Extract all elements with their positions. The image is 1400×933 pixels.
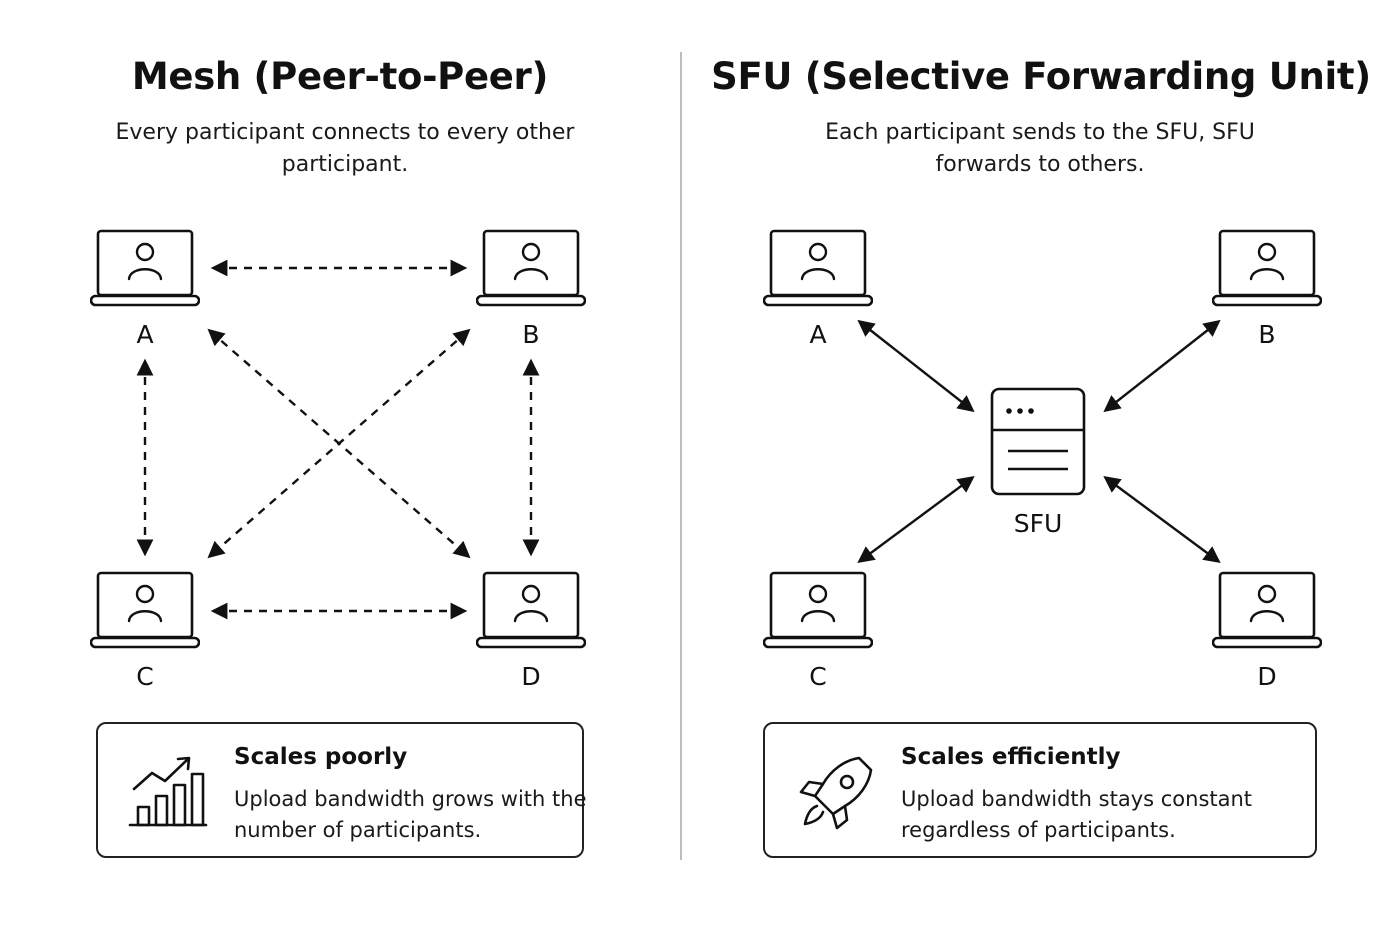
sfu-connection-c: [857, 475, 975, 564]
server-window-icon: [990, 387, 1086, 496]
sfu-panel: SFU (Selective Forwarding Unit) Each par…: [682, 0, 1400, 933]
rocket-icon: [799, 756, 873, 830]
panel-divider: [680, 52, 682, 860]
mesh-scaling-note: Scales poorly Upload bandwidth grows wit…: [96, 722, 587, 858]
laptop-user-icon: [476, 571, 586, 649]
sfu-node-d-label: D: [1257, 662, 1276, 691]
laptop-user-icon: [1212, 571, 1322, 649]
mesh-node-b: B: [476, 229, 586, 349]
bar-chart-trend-icon: [128, 756, 208, 827]
sfu-scaling-note: Scales efficiently Upload bandwidth stay…: [763, 722, 1317, 858]
mesh-scaling-heading: Scales poorly: [234, 744, 408, 770]
sfu-node-b-label: B: [1258, 320, 1275, 349]
sfu-connection-d: [1103, 475, 1221, 564]
sfu-node-a-label: A: [809, 320, 826, 349]
mesh-diagram: A B C D: [90, 229, 586, 691]
laptop-user-icon: [763, 229, 873, 307]
laptop-user-icon: [90, 571, 200, 649]
mesh-node-c-label: C: [136, 662, 153, 691]
sfu-scaling-text: Upload bandwidth stays constant regardle…: [901, 787, 1253, 842]
mesh-title: Mesh (Peer-to-Peer): [131, 55, 549, 98]
laptop-user-icon: [476, 229, 586, 307]
mesh-scaling-text: Upload bandwidth grows with the number o…: [234, 787, 587, 842]
sfu-connection-a: [857, 319, 975, 413]
sfu-server-label: SFU: [1014, 509, 1063, 538]
sfu-node-d: D: [1212, 571, 1322, 691]
sfu-node-c: C: [763, 571, 873, 691]
mesh-node-b-label: B: [522, 320, 539, 349]
mesh-node-d-label: D: [521, 662, 540, 691]
sfu-node-b: B: [1212, 229, 1322, 349]
laptop-user-icon: [90, 229, 200, 307]
sfu-title: SFU (Selective Forwarding Unit): [711, 55, 1371, 98]
mesh-node-d: D: [476, 571, 586, 691]
sfu-connection-b: [1103, 319, 1221, 413]
sfu-diagram: SFU A B C D: [763, 229, 1322, 691]
mesh-subtitle: Every participant connects to every othe…: [115, 120, 575, 177]
sfu-subtitle: Each participant sends to the SFU, SFU f…: [825, 120, 1255, 177]
laptop-user-icon: [763, 571, 873, 649]
laptop-user-icon: [1212, 229, 1322, 307]
mesh-node-a-label: A: [136, 320, 153, 349]
mesh-connection-b-c: [207, 328, 471, 559]
mesh-panel: Mesh (Peer-to-Peer) Every participant co…: [0, 0, 680, 933]
sfu-node-a: A: [763, 229, 873, 349]
mesh-node-c: C: [90, 571, 200, 691]
sfu-node-c-label: C: [809, 662, 826, 691]
sfu-scaling-heading: Scales efficiently: [901, 744, 1121, 770]
mesh-node-a: A: [90, 229, 200, 349]
sfu-server: SFU: [990, 387, 1086, 538]
